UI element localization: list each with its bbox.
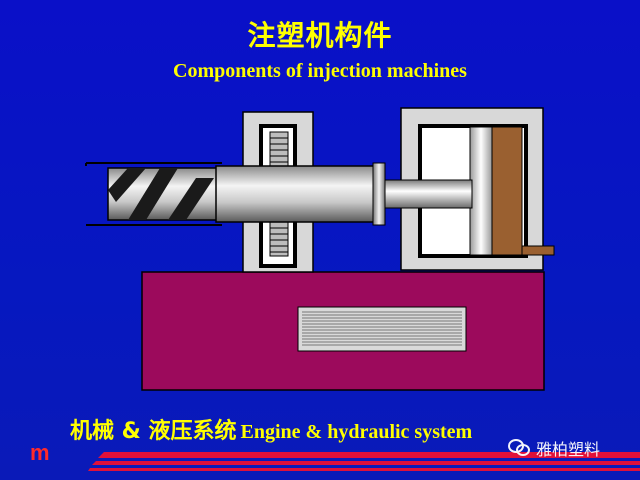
screw-flights <box>108 168 214 220</box>
base-panel <box>297 306 467 352</box>
caption-chinese: 机械 & 液压系统 <box>70 419 237 444</box>
caption: 机械 & 液压系统 Engine & hydraulic system <box>70 413 472 445</box>
piston <box>491 126 523 256</box>
base-panel-lines <box>302 311 462 346</box>
bottom-stripes <box>88 452 640 471</box>
coupling-ring <box>372 162 386 226</box>
wechat-icon <box>508 439 530 457</box>
corner-logo: m <box>30 440 50 465</box>
watermark: 雅柏塑料 <box>508 436 600 460</box>
title-english: Components of injection machines <box>173 60 467 82</box>
piston-outlet <box>521 245 555 256</box>
piston-face <box>469 126 493 256</box>
watermark-text: 雅柏塑料 <box>536 440 601 459</box>
caption-english: Engine & hydraulic system <box>240 421 473 443</box>
piston-rod <box>384 179 473 209</box>
drive-shaft <box>215 165 375 223</box>
title-chinese: 注塑机构件 <box>247 19 393 52</box>
